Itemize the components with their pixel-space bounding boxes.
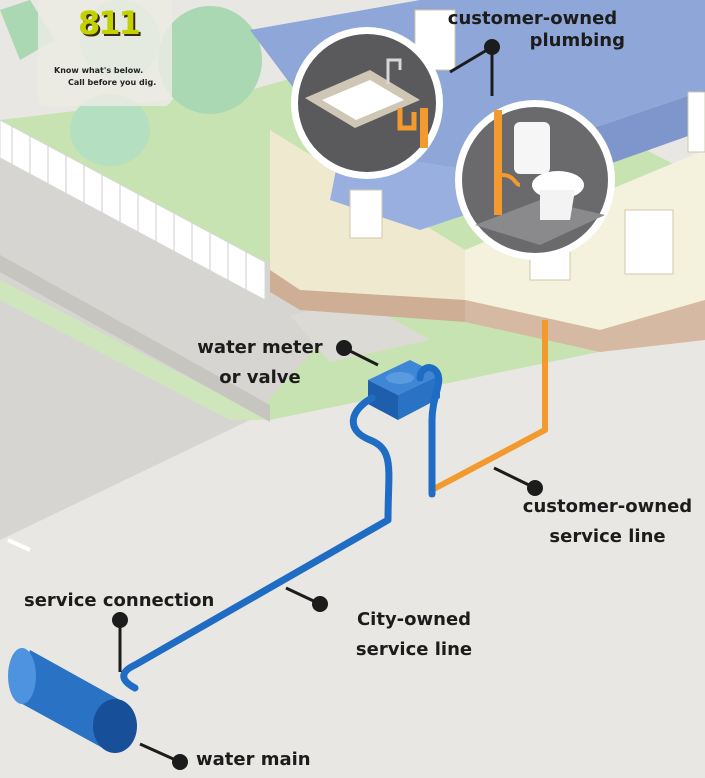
- customer-line-leader-dot: [527, 480, 543, 496]
- label-line: plumbing: [529, 30, 625, 51]
- label-line: water meter: [197, 337, 323, 358]
- sink-callout: [291, 27, 443, 179]
- label-customer-owned-service-line: customer-owned service line: [520, 492, 695, 552]
- road-marking: [7, 538, 31, 552]
- 811-logo: 811 Know what's below. Call before you d…: [38, 0, 172, 106]
- 811-logo-tagline-1: Know what's below.: [54, 66, 144, 75]
- window: [624, 209, 674, 275]
- label-line: City-owned: [356, 609, 472, 630]
- toilet-callout: [455, 100, 615, 260]
- meter-leader-dot: [336, 340, 352, 356]
- label-line: or valve: [219, 367, 301, 388]
- 811-logo-tagline-2: Call before you dig.: [68, 78, 157, 87]
- label-customer-owned-plumbing: customer-owned plumbing: [440, 8, 625, 52]
- label-water-main: water main: [196, 749, 311, 770]
- label-line: customer-owned: [447, 8, 618, 29]
- leader-lines: [112, 39, 543, 770]
- label-service-connection: service connection: [24, 590, 215, 611]
- city-service-line-pipe: [120, 394, 393, 692]
- window: [349, 189, 383, 239]
- label-city-owned-service-line: City-owned service line: [346, 605, 482, 665]
- main-leader-dot: [172, 754, 188, 770]
- tree: [70, 94, 150, 166]
- sidewalk: [290, 300, 430, 362]
- label-line: customer-owned: [522, 496, 693, 517]
- label-line: service line: [355, 639, 473, 660]
- water-main-pipe: [8, 648, 137, 753]
- tree: [158, 6, 262, 114]
- house-foundation: [465, 300, 705, 352]
- meter-outlet-pipe: [416, 364, 443, 498]
- road: [0, 150, 360, 540]
- label-water-meter: water meter or valve: [190, 333, 330, 393]
- 811-logo-number: 811: [78, 4, 141, 42]
- window: [687, 91, 705, 153]
- road-verge: [0, 280, 270, 420]
- plumbing-leader-dot: [484, 39, 500, 55]
- house-foundation-left: [270, 270, 465, 322]
- label-line: service line: [549, 526, 666, 547]
- city-line-leader-dot: [312, 596, 328, 612]
- picket-fence: [0, 119, 266, 301]
- curb: [0, 255, 270, 422]
- connection-leader-dot: [112, 612, 128, 628]
